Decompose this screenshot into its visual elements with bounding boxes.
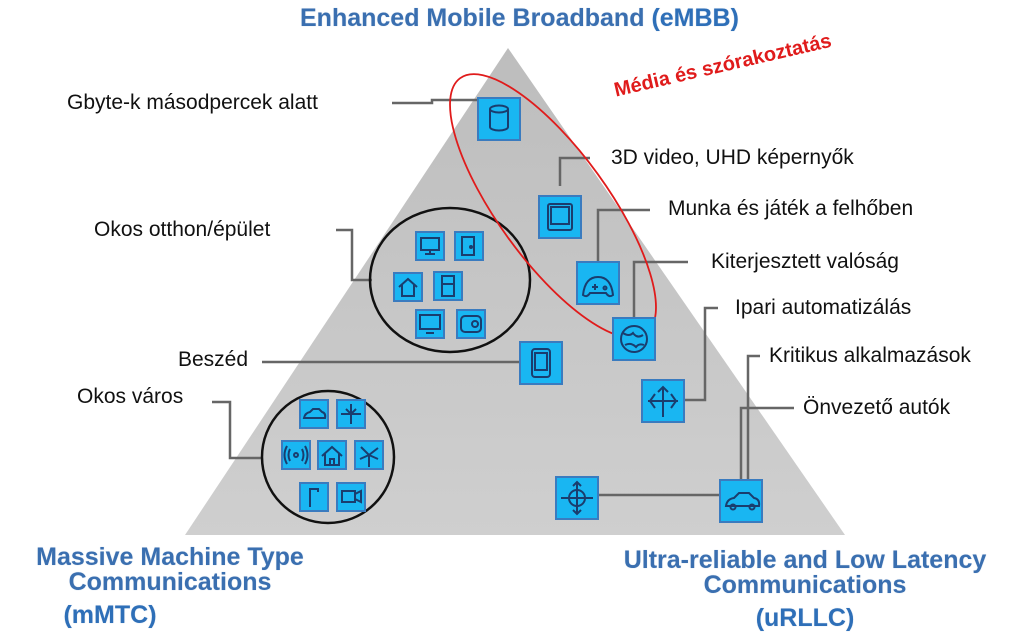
urllc-title: Ultra-reliable and Low Latency Communica… — [600, 548, 1010, 631]
mmtc-line1: Massive Machine Type — [36, 543, 304, 571]
connector-3d-video — [558, 156, 590, 186]
label-voice: Beszéd — [178, 348, 249, 371]
label-self-driving: Önvezető autók — [803, 396, 951, 419]
mmtc-line2: Communications — [68, 568, 272, 596]
label-cloud: Munka és játék a felhőben — [668, 197, 914, 220]
connector-gbyte — [392, 98, 478, 105]
connector-lines — [212, 98, 794, 497]
connector-cloud — [596, 208, 650, 262]
connector-smart-city — [212, 400, 262, 460]
label-smart-home: Okos otthon/épület — [94, 218, 271, 241]
label-gbyte: Gbyte-k másodpercek alatt — [67, 91, 318, 114]
fridge-icon — [433, 271, 463, 301]
label-industrial: Ipari automatizálás — [735, 296, 912, 319]
connector-smart-home — [336, 228, 372, 282]
arrows-icon — [641, 379, 685, 423]
urllc-acronym: (uRLLC) — [755, 604, 855, 632]
label-3d-video: 3D video, UHD képernyők — [611, 146, 854, 169]
tablet-icon — [538, 195, 582, 239]
windmill-icon — [354, 440, 384, 470]
washer-icon — [456, 309, 486, 339]
label-critical: Kritikus alkalmazások — [769, 344, 971, 367]
vehicle-icon — [299, 399, 329, 429]
house-icon — [393, 272, 423, 302]
urllc-line2: Communications — [703, 571, 907, 599]
embb-title: Enhanced Mobile Broadband (eMBB) — [300, 6, 739, 31]
streetlamp-icon — [299, 482, 329, 512]
connector-self-driving — [739, 406, 794, 480]
home-icon — [317, 440, 347, 470]
car-icon — [719, 479, 763, 523]
drone-icon — [555, 476, 599, 520]
mmtc-title: Massive Machine Type Communications (mMT… — [10, 545, 330, 628]
connector-critical — [596, 354, 760, 497]
phone-icon — [519, 341, 563, 385]
mmtc-acronym: (mMTC) — [63, 601, 157, 629]
connector-ar — [632, 260, 688, 318]
monitor-icon — [415, 231, 445, 261]
connector-industrial — [684, 306, 718, 402]
sensor-icon — [281, 440, 311, 470]
camera-icon — [336, 482, 366, 512]
embb-acronym: (eMBB) — [651, 4, 739, 32]
urllc-line1: Ultra-reliable and Low Latency — [623, 546, 987, 574]
label-smart-city: Okos város — [77, 385, 184, 408]
smart-city-cluster — [260, 389, 396, 525]
gamepad-icon — [576, 261, 620, 305]
door-icon — [454, 231, 484, 261]
label-ar: Kiterjesztett valóság — [711, 250, 899, 273]
database-icon — [477, 97, 521, 141]
smart-home-cluster — [368, 206, 532, 354]
globe-icon — [612, 317, 656, 361]
embb-name: Enhanced Mobile Broadband — [300, 4, 645, 32]
tv-icon — [415, 309, 445, 339]
traffic-icon — [336, 399, 366, 429]
